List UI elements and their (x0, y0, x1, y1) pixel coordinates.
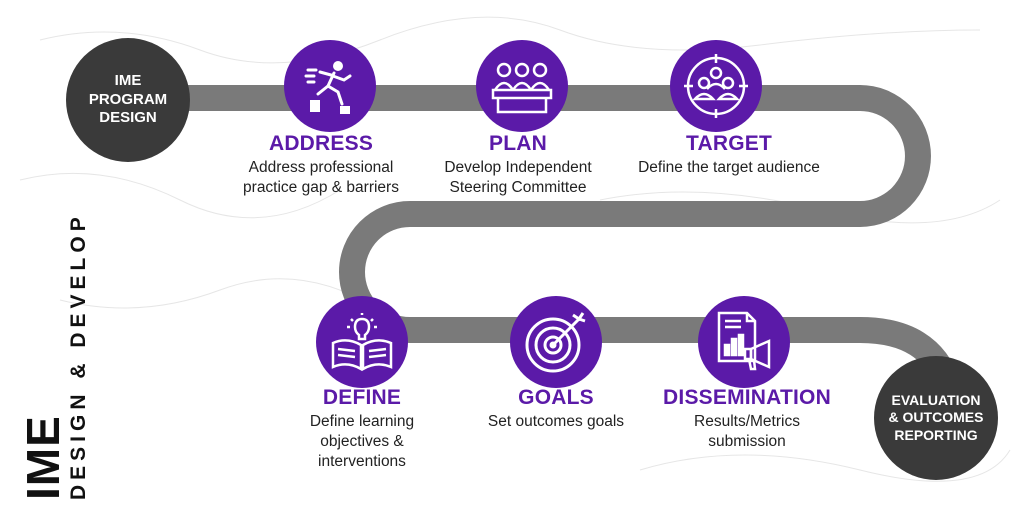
step-dissemination: DISSEMINATION Results/Metrics submission (654, 386, 840, 452)
winding-road (137, 85, 961, 398)
step-define-title: DEFINE (322, 386, 402, 409)
start-label: IME PROGRAM DESIGN (88, 71, 168, 127)
step-plan-title: PLAN (489, 132, 547, 155)
step-goals-desc: Set outcomes goals (487, 413, 625, 430)
end-circle: EVALUATION & OUTCOMES REPORTING (874, 356, 998, 480)
step-address-title: ADDRESS (268, 132, 374, 155)
step-address-desc: Address professional practice gap & barr… (243, 159, 399, 197)
step-define: DEFINE Define learning objectives & inte… (282, 386, 442, 472)
step-plan-desc: Develop Independent Steering Committee (444, 159, 592, 197)
step-target-title: TARGET (686, 132, 772, 155)
step-goals-title: GOALS (518, 386, 594, 409)
side-title: IME DESIGN & DEVELOP (17, 212, 92, 500)
committee-icon (476, 40, 568, 132)
side-title-main: IME (17, 415, 69, 500)
step-dissemination-title: DISSEMINATION (663, 386, 831, 409)
hurdle-runner-icon (284, 40, 376, 132)
end-label: EVALUATION & OUTCOMES REPORTING (888, 391, 984, 443)
step-target-desc: Define the target audience (638, 159, 820, 176)
target-audience-icon (670, 40, 762, 132)
step-dissemination-desc: Results/Metrics submission (694, 413, 800, 451)
step-plan: PLAN Develop Independent Steering Commit… (428, 132, 608, 198)
side-title-sub: DESIGN & DEVELOP (67, 212, 90, 500)
bullseye-icon (510, 296, 602, 388)
step-define-desc: Define learning objectives & interventio… (309, 413, 415, 471)
step-address: ADDRESS Address professional practice ga… (226, 132, 416, 198)
start-circle: IME PROGRAM DESIGN (66, 38, 190, 162)
book-lightbulb-icon (316, 296, 408, 388)
report-megaphone-icon (698, 296, 790, 388)
step-target: TARGET Define the target audience (618, 132, 840, 178)
step-goals: GOALS Set outcomes goals (468, 386, 644, 432)
